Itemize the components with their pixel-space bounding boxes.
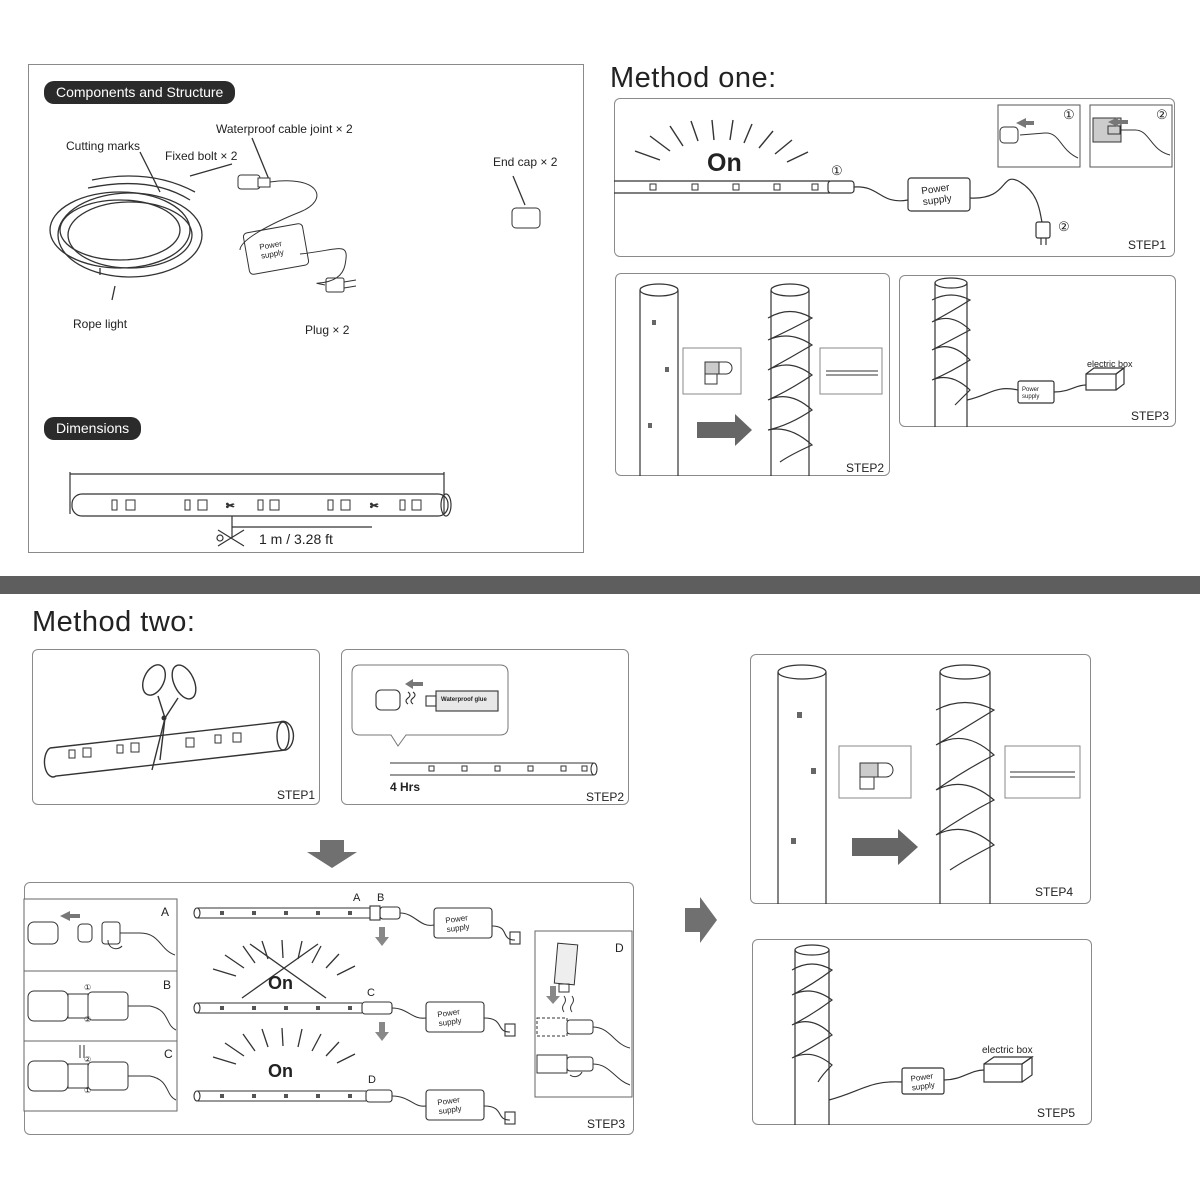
- method-one-step2-illustration: [639, 283, 883, 476]
- components-panel: [28, 64, 584, 553]
- coil-power-supply-text: Power: [259, 239, 283, 252]
- section-divider: [0, 576, 1200, 594]
- method-two-step3-label: STEP3: [587, 1117, 626, 1131]
- step3-ps-3: Power: [437, 1095, 461, 1107]
- method-one-step2-panel: [615, 273, 890, 476]
- coil-power-supply-text-2: supply: [260, 248, 284, 261]
- method-one-step1-label: STEP1: [1128, 238, 1167, 252]
- method-two-step5-label: STEP5: [1037, 1106, 1076, 1120]
- inset-circle-1: ①: [1063, 107, 1075, 122]
- method-one-step3-illustration: [931, 277, 1126, 427]
- method-two-step2-label: STEP2: [586, 790, 625, 804]
- step3-ps-2b: supply: [438, 1016, 462, 1028]
- method-two-electric-box-label: electric box: [982, 1045, 1033, 1056]
- glue-label: Waterproof glue: [441, 697, 487, 703]
- method-two-on-1: On: [268, 973, 293, 993]
- method-two-step4-label: STEP4: [1035, 885, 1074, 899]
- components-title: Components and Structure: [44, 81, 236, 104]
- c-circle-1: ①: [84, 1086, 92, 1095]
- plug-label: Plug × 2: [305, 323, 350, 337]
- method-one-circle-1: ①: [831, 163, 843, 178]
- step1-m1-ps: Power: [1022, 387, 1039, 393]
- step3-ps-2: Power: [437, 1007, 461, 1019]
- method-one-on-label: On: [707, 149, 742, 177]
- joint-label: Waterproof cable joint × 2: [216, 122, 353, 136]
- step3-ps-3b: supply: [438, 1104, 462, 1116]
- method-one-step1-illustration: Power supply: [614, 104, 1173, 245]
- method-one-step3-label: STEP3: [1131, 409, 1170, 423]
- c-circle-2: ②: [84, 1055, 92, 1064]
- step5-ps-b: supply: [911, 1080, 935, 1092]
- detail-letter-a: A: [161, 905, 170, 919]
- step5-ps: Power: [910, 1071, 934, 1083]
- power-supply-text-2: supply: [922, 193, 952, 208]
- method-one-circle-2: ②: [1058, 219, 1070, 234]
- method-one-electric-box-label: electric box: [1087, 359, 1133, 369]
- end-cap-label: End cap × 2: [493, 155, 558, 169]
- rope-letter-a: A: [353, 892, 361, 904]
- dimension-drawing: ✂ ✂: [69, 472, 452, 547]
- rope-light-label: Rope light: [73, 317, 128, 331]
- inset-circle-2: ②: [1156, 107, 1168, 122]
- method-two-heading: Method two:: [32, 606, 196, 638]
- length-label: 1 m / 3.28 ft: [259, 531, 333, 547]
- dimensions-title: Dimensions: [44, 417, 142, 440]
- step3-ps-1b: supply: [446, 922, 470, 934]
- fixed-bolt-label: Fixed bolt × 2: [165, 149, 238, 163]
- box-letter-d: D: [615, 941, 624, 955]
- method-one-heading: Method one:: [610, 62, 777, 94]
- method-one-step2-label: STEP2: [846, 461, 885, 475]
- method-two-on-2: On: [268, 1061, 293, 1081]
- method-one-step3-panel: [899, 275, 1176, 427]
- hrs-label: 4 Hrs: [390, 780, 421, 794]
- detail-letter-c: C: [164, 1047, 173, 1061]
- method-two-step1-label: STEP1: [277, 788, 316, 802]
- step3-ps-1: Power: [445, 913, 469, 925]
- method-two-step1-panel: [32, 649, 320, 805]
- b-circle-2: ②: [84, 1015, 92, 1024]
- svg-text:✂: ✂: [226, 501, 234, 512]
- cutting-marks-label: Cutting marks: [66, 139, 141, 153]
- rope-letter-b: B: [377, 892, 385, 904]
- rope-letter-d: D: [368, 1074, 376, 1086]
- rope-coil-illustration: Power supply: [49, 137, 541, 301]
- detail-letter-b: B: [163, 978, 172, 992]
- step1-m1-ps-b: supply: [1022, 394, 1039, 400]
- svg-text:✂: ✂: [370, 501, 378, 512]
- power-supply-text: Power: [921, 182, 951, 197]
- b-circle-1: ①: [84, 983, 92, 992]
- rope-letter-c: C: [367, 987, 375, 999]
- method-one-step1-panel: [614, 98, 1175, 257]
